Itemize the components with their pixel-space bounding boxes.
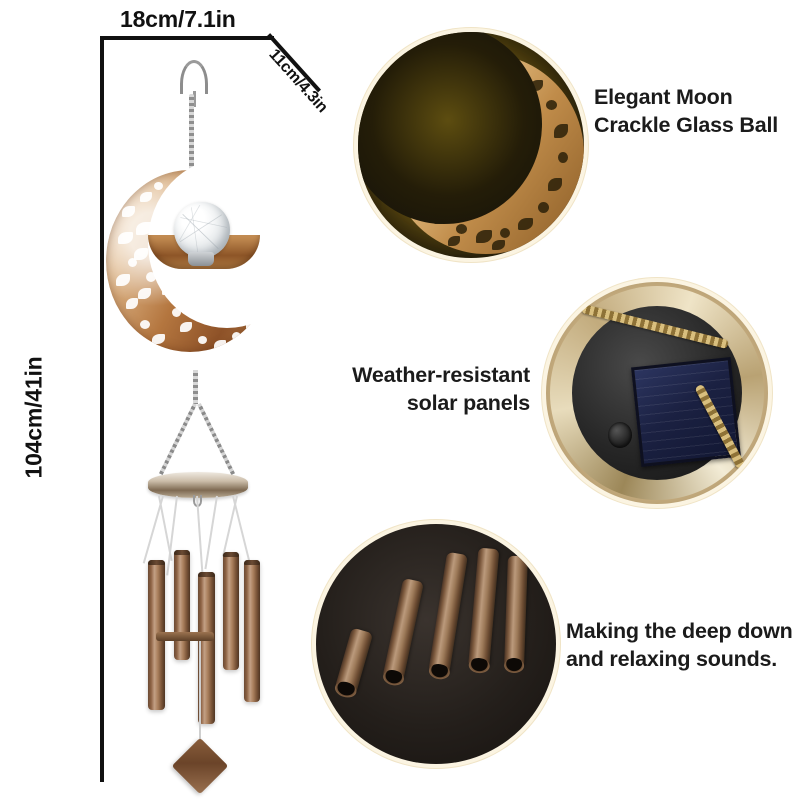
dimension-line-left: [100, 36, 104, 782]
chime-top-ring: [148, 472, 248, 498]
feature-image-solar-panel: [546, 282, 768, 504]
feature-caption-solar-panel: Weather-resistant solar panels: [352, 363, 530, 415]
tube-opening: [503, 657, 525, 674]
feature-caption-moon-glass-ball: Elegant Moon Crackle Glass Ball: [594, 85, 779, 137]
glass-ball-base: [188, 252, 214, 266]
chime-tube-4: [223, 552, 239, 670]
s-hook-icon: [180, 60, 208, 107]
tube-opening: [427, 662, 451, 681]
detail-tube-4: [467, 547, 500, 674]
feature-image-moon-glass-ball: [358, 32, 584, 258]
detail-tube-1: [333, 627, 374, 700]
main-product-image: [96, 52, 306, 795]
striker-bar: [156, 632, 214, 641]
wind-sail: [171, 737, 229, 795]
hanging-chain: [189, 94, 194, 172]
chime-tube-2: [174, 550, 190, 660]
tube-opening: [333, 679, 359, 700]
golden-crescent-moon: [358, 32, 584, 254]
crackle-glass-ball: [174, 202, 230, 258]
feature-caption-chime-tubes: Making the deep down and relaxing sounds…: [566, 619, 793, 671]
chain-leg-left: [159, 403, 197, 475]
light-sensor: [608, 422, 632, 448]
detail-tube-3: [427, 551, 468, 681]
detail-tube-2: [381, 578, 424, 688]
wind-sail-string: [199, 641, 201, 751]
chain-leg-right: [197, 403, 235, 475]
feature-image-chime-tubes: [316, 524, 556, 764]
detail-tube-5: [503, 555, 528, 674]
chain-to-chime: [193, 370, 198, 404]
dimension-width-label: 18cm/7.1in: [120, 6, 236, 32]
tube-opening: [467, 657, 490, 674]
chime-tube-5: [244, 560, 260, 702]
dimension-line-top: [100, 36, 274, 40]
solar-panel-cell: [631, 357, 741, 467]
solar-housing-disc: [572, 306, 742, 480]
chime-tube-3: [198, 572, 215, 724]
crescent-inner-cutout: [358, 32, 542, 224]
dimension-height-label: 104cm/41in: [20, 356, 47, 479]
tube-opening: [381, 668, 405, 688]
